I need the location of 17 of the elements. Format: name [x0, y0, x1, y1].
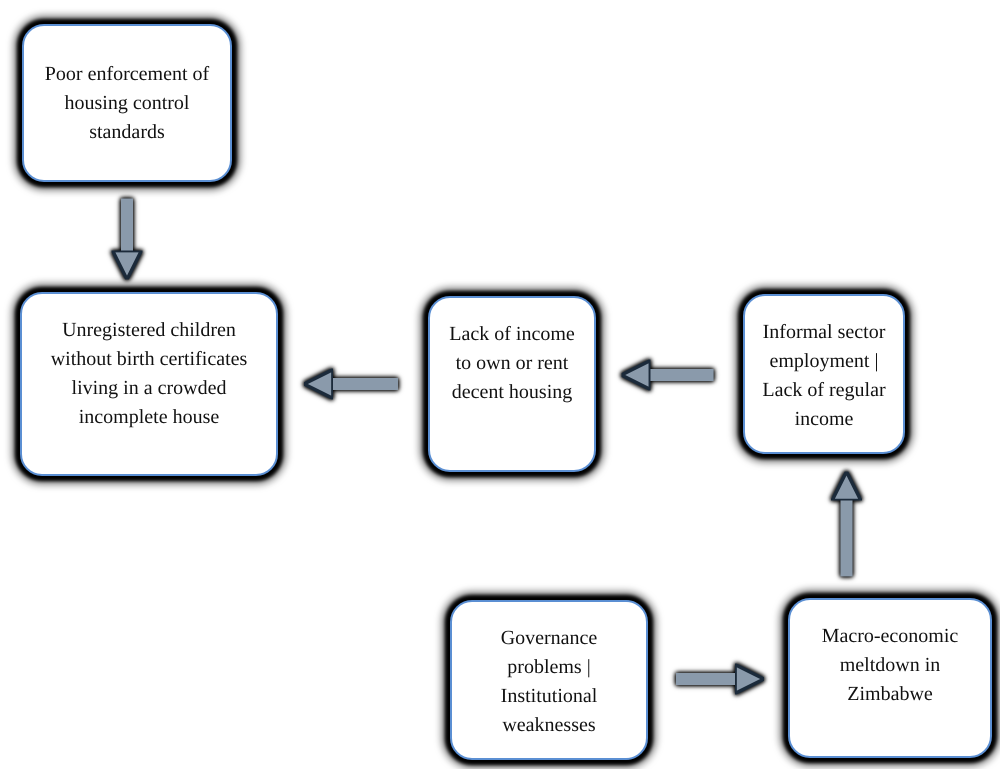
rounded-box	[450, 600, 648, 760]
block-arrow	[676, 662, 766, 696]
box-text: Governance problems | Institutional weaknesses	[500, 626, 598, 738]
block-arrow	[302, 368, 398, 400]
rounded-box	[788, 598, 992, 758]
box-text: Lack of income to own or rent decent housing	[448, 322, 576, 405]
box-text: Macro-economic meltdown in Zimbabwe	[820, 624, 960, 707]
box-text: Informal sector employment | Lack of regular income	[761, 320, 887, 432]
box-text: Poor enforcement of housing control standards	[44, 62, 210, 144]
rounded-box	[743, 294, 905, 454]
rounded-box	[22, 24, 232, 182]
rounded-box	[428, 296, 596, 472]
block-arrow	[620, 358, 714, 392]
rounded-box	[20, 292, 278, 476]
box-text: Unregistered children without birth certificates living in a crowded incomplete house	[50, 318, 248, 430]
block-arrow	[110, 198, 144, 282]
block-arrow	[830, 470, 863, 576]
